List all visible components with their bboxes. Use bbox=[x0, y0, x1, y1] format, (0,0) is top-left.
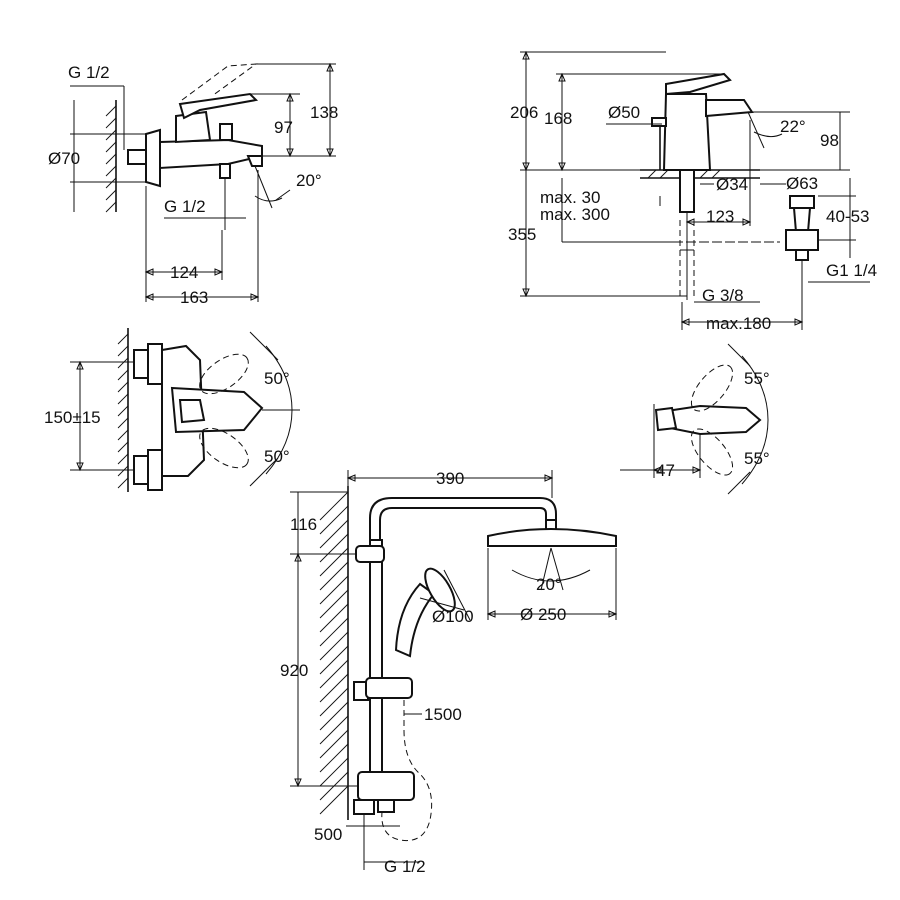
dim-head-tilt: 20° bbox=[536, 575, 562, 594]
basin-spout bbox=[705, 99, 754, 118]
wall-hatch bbox=[319, 491, 349, 815]
spout-tip bbox=[246, 155, 263, 167]
shower-system-view: 20° Ø 250 390 Ø100 1500 116 920 bbox=[280, 469, 618, 876]
inlet-connector-right bbox=[377, 799, 395, 813]
shower-outlet bbox=[219, 163, 231, 179]
lever-handle bbox=[178, 92, 259, 120]
dim-hole-diameter: Ø34 bbox=[716, 175, 748, 194]
hand-shower-handle bbox=[394, 582, 436, 658]
dim-angle-55-top: 55° bbox=[744, 369, 770, 388]
dim-max-300: max. 300 bbox=[540, 205, 610, 224]
riser-rail bbox=[369, 539, 383, 773]
hand-shower-slider bbox=[365, 677, 413, 699]
top-connector bbox=[133, 349, 149, 379]
dim-inlet-thread: G 1/2 bbox=[384, 857, 426, 876]
cartridge-housing bbox=[175, 110, 212, 144]
dim-max-180: max.180 bbox=[706, 314, 771, 333]
dim-angle-50-bottom: 50° bbox=[264, 447, 290, 466]
escutcheon bbox=[145, 128, 161, 188]
basin-mixer-front-view: 47 55° 55° bbox=[620, 343, 770, 495]
shower-hose bbox=[381, 700, 433, 842]
basin-mixer-side-view: 206 168 Ø50 22° 98 max. 30 max. 300 355 … bbox=[508, 50, 877, 333]
bath-mixer-front-view: 50° 50° 150±15 bbox=[44, 328, 300, 492]
basin-mixer-body bbox=[662, 93, 712, 171]
dim-angle-50-top: 50° bbox=[264, 369, 290, 388]
dim-supply-thread: G 3/8 bbox=[702, 286, 744, 305]
pop-up-rod-knob bbox=[651, 117, 667, 127]
diverter-knob bbox=[219, 123, 233, 141]
lever-swing-up-ghost bbox=[199, 353, 249, 395]
dim-angle-20: 20° bbox=[296, 171, 322, 190]
lever-raised-ghost bbox=[181, 63, 258, 101]
hand-shower-head bbox=[424, 567, 456, 613]
dim-angle-55-bottom: 55° bbox=[744, 449, 770, 468]
dim-outlet-thread: G 1/2 bbox=[164, 197, 206, 216]
dim-diameter-70: Ø70 bbox=[48, 149, 80, 168]
bottom-escutcheon bbox=[147, 449, 163, 491]
waste-flange bbox=[785, 229, 819, 251]
lever-swing-down-ghost bbox=[690, 428, 734, 476]
dim-arm-length: 390 bbox=[436, 469, 464, 488]
dim-hand-diameter: Ø100 bbox=[432, 607, 474, 626]
lever-cap bbox=[178, 399, 206, 424]
dim-116: 116 bbox=[290, 515, 317, 534]
waste-thread bbox=[795, 249, 809, 261]
dim-355: 355 bbox=[508, 225, 536, 244]
basin-lever bbox=[665, 72, 732, 96]
top-wall-bracket bbox=[355, 545, 385, 563]
waste-cap bbox=[789, 195, 815, 209]
dim-47: 47 bbox=[656, 461, 675, 480]
lever-swing-up-ghost bbox=[690, 364, 734, 412]
basin-body-front bbox=[654, 406, 678, 432]
dim-inlet-thread: G 1/2 bbox=[68, 63, 110, 82]
top-escutcheon bbox=[147, 343, 163, 385]
threaded-shank bbox=[679, 169, 695, 213]
head-shower bbox=[487, 528, 617, 547]
dim-base-diameter: Ø50 bbox=[608, 103, 640, 122]
dim-138: 138 bbox=[310, 103, 338, 122]
dim-waste-thread: G1 1/4 bbox=[826, 261, 877, 280]
lever-swing-down-ghost bbox=[199, 427, 249, 469]
dim-98: 98 bbox=[820, 131, 839, 150]
bath-mixer-side-view: 97 138 Ø70 G 1/2 G 1/2 20° 124 163 bbox=[48, 62, 338, 307]
waste-body bbox=[792, 207, 812, 233]
wall-hatch bbox=[105, 105, 117, 213]
dim-head-diameter: Ø 250 bbox=[520, 605, 566, 624]
inlet-connector-left bbox=[353, 799, 375, 815]
dim-centres: 150±15 bbox=[44, 408, 101, 427]
dim-123: 123 bbox=[706, 207, 734, 226]
dim-97: 97 bbox=[274, 118, 293, 137]
dim-920: 920 bbox=[280, 661, 308, 680]
diverter-unit bbox=[357, 771, 415, 801]
dim-500: 500 bbox=[314, 825, 342, 844]
dim-hose-length: 1500 bbox=[424, 705, 462, 724]
dim-spout-angle: 22° bbox=[780, 117, 806, 136]
dim-max-30: max. 30 bbox=[540, 188, 600, 207]
dim-168: 168 bbox=[544, 109, 572, 128]
mixer-body bbox=[159, 138, 263, 170]
dim-124: 124 bbox=[170, 263, 198, 282]
dim-waste-range: 40-53 bbox=[826, 207, 869, 226]
bottom-connector bbox=[133, 455, 149, 485]
dim-206: 206 bbox=[510, 103, 538, 122]
inlet-connector bbox=[127, 149, 147, 165]
dim-waste-diameter: Ø63 bbox=[786, 174, 818, 193]
dim-163: 163 bbox=[180, 288, 208, 307]
